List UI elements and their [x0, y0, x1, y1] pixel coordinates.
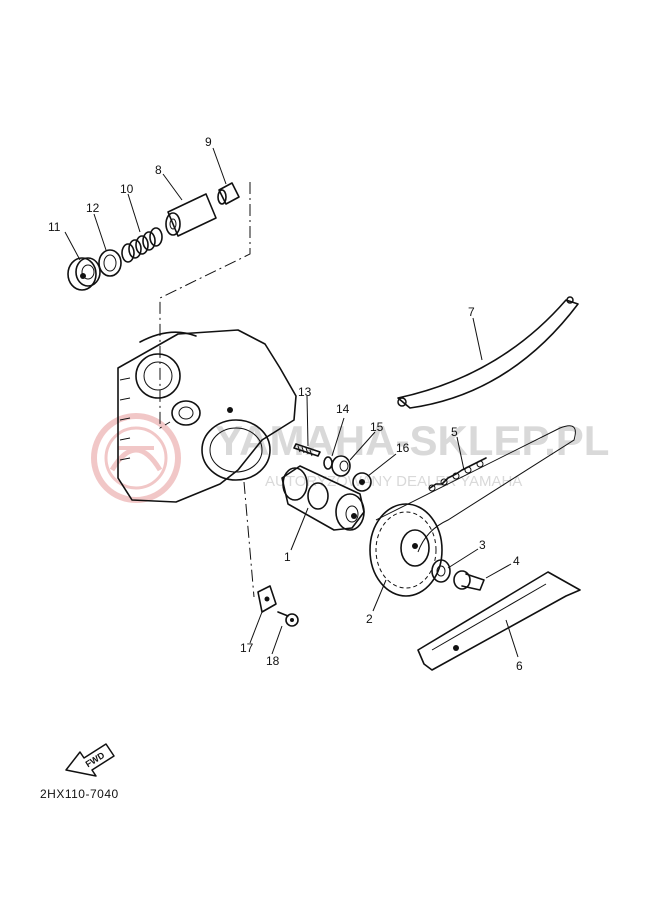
callout-10: 10 — [120, 182, 134, 196]
part-7-chain-guide — [397, 296, 579, 409]
part-5-cam-chain — [375, 425, 576, 553]
watermark-logo — [91, 413, 181, 503]
callout-9: 9 — [205, 135, 212, 149]
part-18-bolt — [277, 611, 299, 627]
part-16-cap — [352, 472, 372, 492]
leader-lines — [64, 147, 519, 658]
callout-16: 16 — [396, 441, 410, 455]
callout-14: 14 — [336, 402, 350, 416]
cylinder-head — [117, 329, 297, 503]
fwd-arrow-icon: FWD — [65, 743, 115, 777]
watermark-tagline: AUTORYZOWANY DEALER YAMAHA — [265, 473, 522, 490]
part-9-cap — [217, 182, 240, 205]
watermark: YAMAHA-SKLEP.PL AUTORYZOWANY DEALER YAMA… — [91, 413, 609, 503]
part-1-camshaft — [281, 465, 365, 531]
callout-18: 18 — [266, 654, 280, 668]
part-2-cam-sprocket — [369, 503, 443, 597]
callouts: 11 12 10 8 9 13 14 15 16 5 7 1 2 3 4 6 1… — [48, 135, 523, 673]
part-11-nut — [67, 257, 101, 291]
watermark-brand: YAMAHA-SKLEP.PL — [215, 417, 609, 464]
diagram-code: 2HX110-7040 — [40, 787, 119, 801]
part-17-plate — [257, 585, 277, 613]
callout-1: 1 — [284, 550, 291, 564]
callout-2: 2 — [366, 612, 373, 626]
callout-12: 12 — [86, 201, 100, 215]
part-3-washer — [431, 559, 451, 583]
callout-13: 13 — [298, 385, 312, 399]
callout-5: 5 — [451, 425, 458, 439]
part-8-tensioner-rod — [165, 193, 217, 237]
part-12-washer — [98, 249, 122, 277]
callout-11: 11 — [48, 220, 61, 234]
callout-6: 6 — [516, 659, 523, 673]
exploded-view-lines — [159, 182, 255, 598]
part-4-bolt — [453, 570, 485, 591]
callout-3: 3 — [479, 538, 486, 552]
callout-15: 15 — [370, 420, 384, 434]
callout-7: 7 — [468, 305, 475, 319]
callout-17: 17 — [240, 641, 254, 655]
callout-4: 4 — [513, 554, 520, 568]
part-13-stud — [293, 443, 321, 457]
callout-8: 8 — [155, 163, 162, 177]
part-15-nut — [331, 455, 351, 477]
part-10-spring — [121, 227, 163, 263]
part-6-tensioner-guide — [417, 571, 581, 671]
